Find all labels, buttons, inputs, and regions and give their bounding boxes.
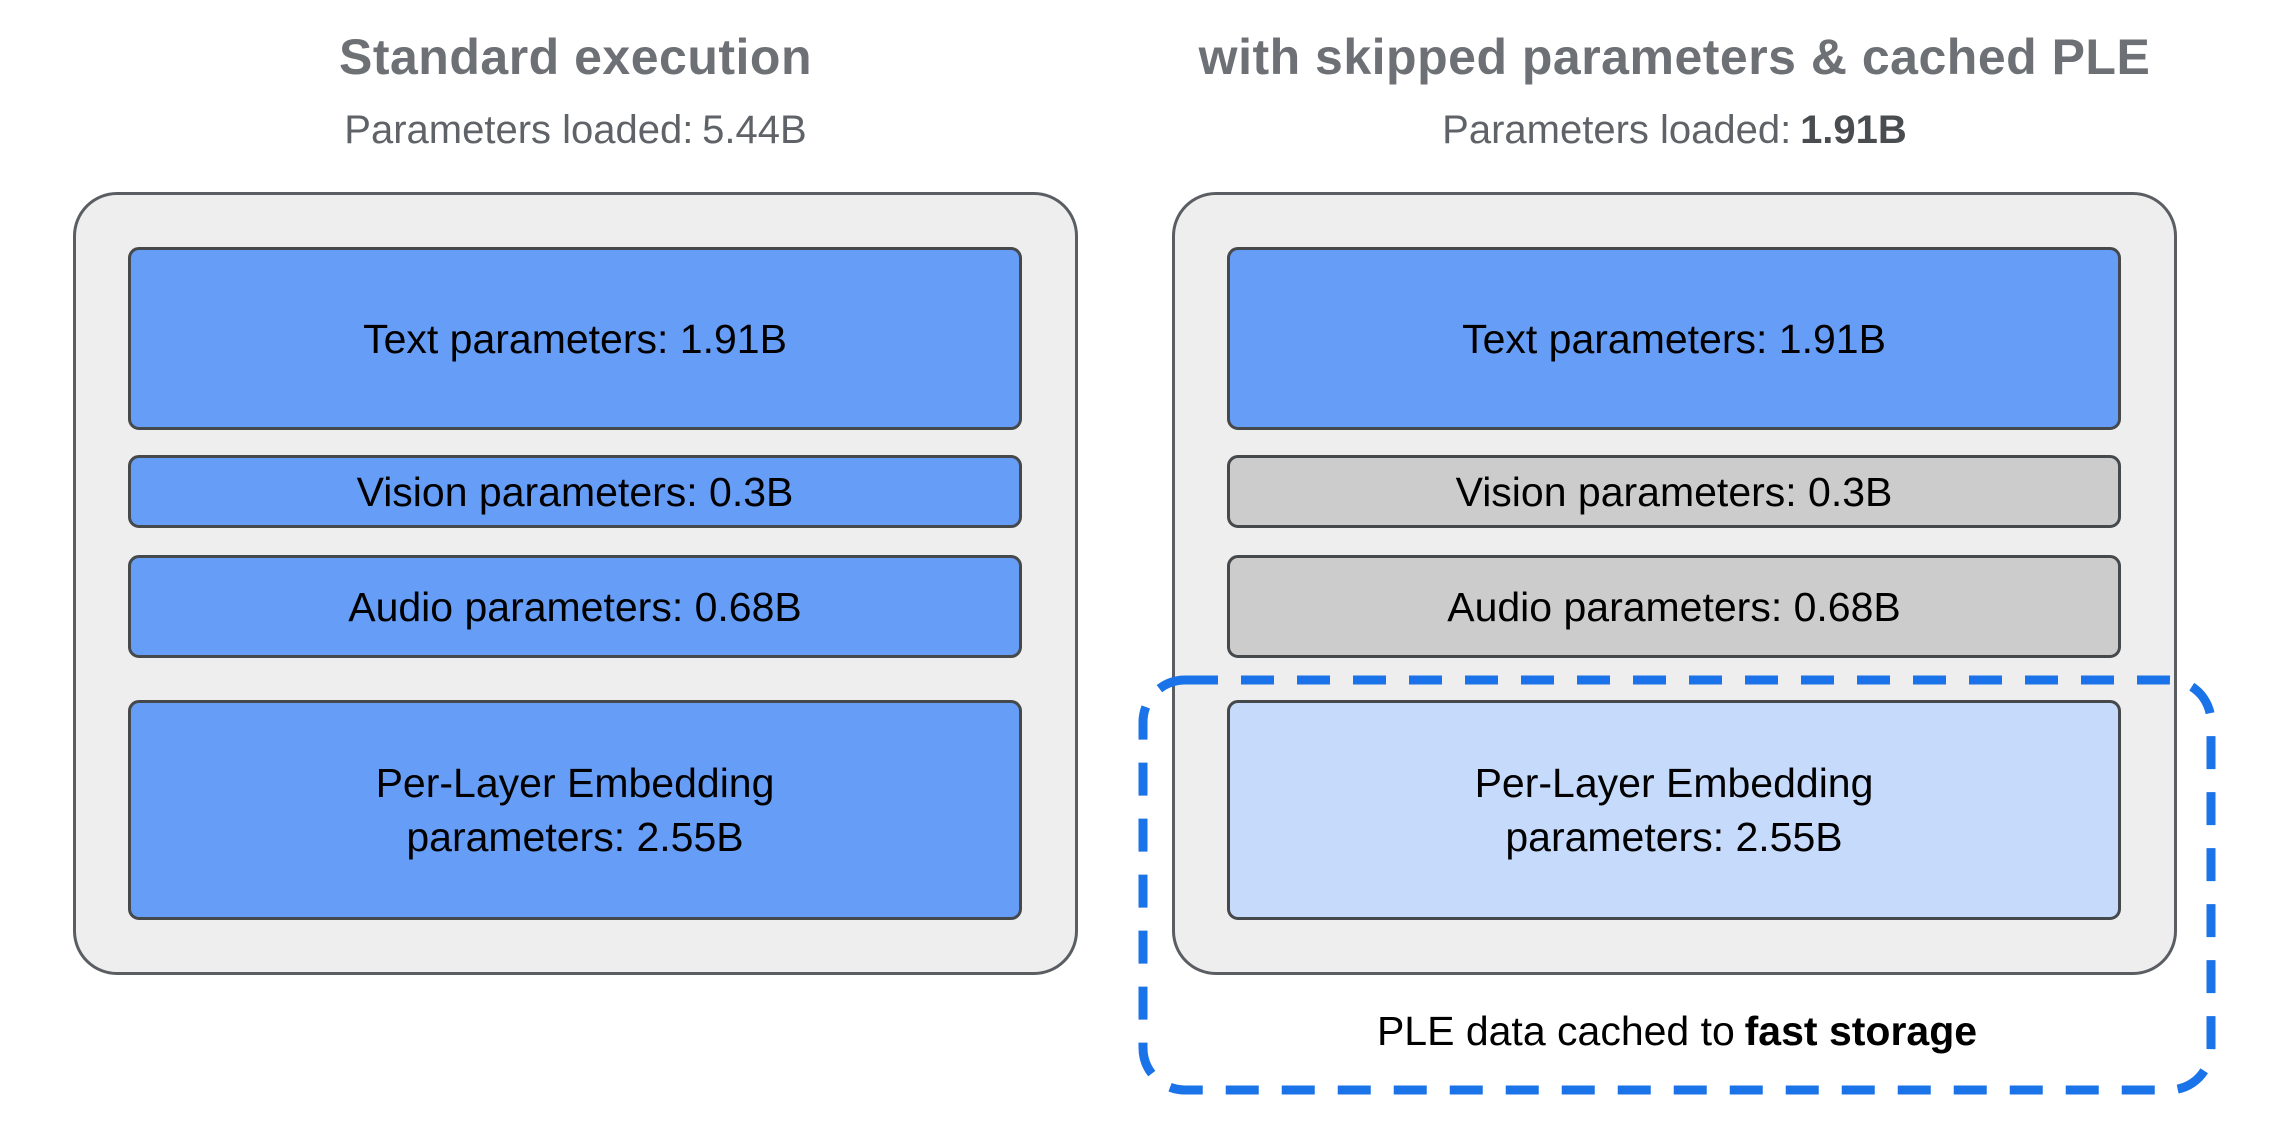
param-box-text: Text parameters: 1.91B xyxy=(128,247,1022,430)
param-box-ple: Per-Layer Embedding parameters: 2.55B xyxy=(128,700,1022,920)
param-box-ple-cached: Per-Layer Embedding parameters: 2.55B xyxy=(1227,700,2121,920)
param-box-ple-line1: Per-Layer Embedding xyxy=(375,760,775,806)
param-box-audio-label: Audio parameters: 0.68B xyxy=(348,583,802,630)
skipped-parameters-loaded: Parameters loaded:1.91B xyxy=(1172,108,2177,153)
param-box-ple-line2: parameters: 2.55B xyxy=(406,814,744,860)
param-box-ple-line2: parameters: 2.55B xyxy=(1505,814,1843,860)
cache-callout-bold: fast storage xyxy=(1744,1008,1978,1054)
param-box-audio-skipped: Audio parameters: 0.68B xyxy=(1227,555,2121,658)
parameters-loaded-label: Parameters loaded: xyxy=(1442,108,1792,152)
parameters-loaded-value: 5.44B xyxy=(702,108,807,152)
param-box-vision-skipped: Vision parameters: 0.3B xyxy=(1227,455,2121,528)
skipped-model-container: Text parameters: 1.91B Vision parameters… xyxy=(1172,192,2177,975)
param-box-audio: Audio parameters: 0.68B xyxy=(128,555,1022,658)
cache-callout-prefix: PLE data cached to xyxy=(1376,1008,1735,1054)
parameters-loaded-label: Parameters loaded: xyxy=(344,108,694,152)
param-box-ple-line1: Per-Layer Embedding xyxy=(1474,760,1874,806)
skipped-cached-title: with skipped parameters & cached PLE xyxy=(1198,29,2151,85)
param-box-text: Text parameters: 1.91B xyxy=(1227,247,2121,430)
param-box-audio-label: Audio parameters: 0.68B xyxy=(1447,583,1901,630)
param-box-text-label: Text parameters: 1.91B xyxy=(363,315,787,362)
param-box-vision-label: Vision parameters: 0.3B xyxy=(356,468,794,515)
standard-model-container: Text parameters: 1.91B Vision parameters… xyxy=(73,192,1078,975)
parameters-loaded-value: 1.91B xyxy=(1800,108,1907,152)
standard-parameters-loaded: Parameters loaded:5.44B xyxy=(73,108,1078,153)
param-box-vision: Vision parameters: 0.3B xyxy=(128,455,1022,528)
param-box-vision-label: Vision parameters: 0.3B xyxy=(1455,468,1893,515)
standard-execution-title: Standard execution xyxy=(339,29,812,85)
param-box-text-label: Text parameters: 1.91B xyxy=(1462,315,1886,362)
